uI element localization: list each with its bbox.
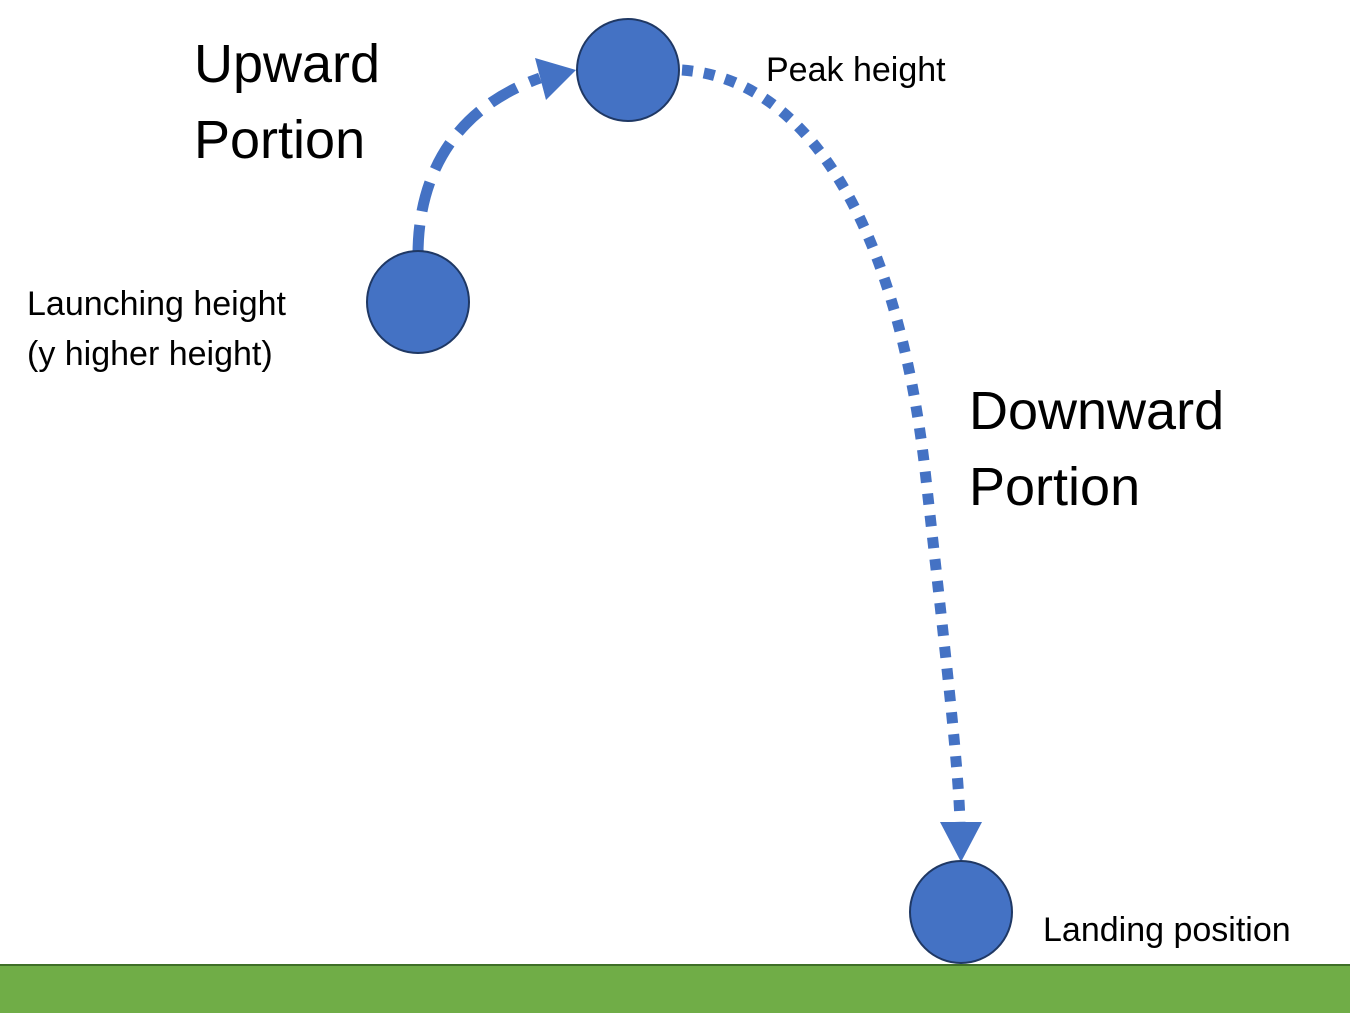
launch-label-line1: Launching height: [27, 285, 287, 323]
downward-portion-label: Downward Portion: [969, 373, 1224, 525]
upward-label-line2: Portion: [194, 110, 366, 170]
launch-ball: [366, 250, 470, 354]
launch-label-line2: (y higher height): [27, 335, 273, 373]
landing-position-label: Landing position: [1043, 911, 1291, 949]
upward-label-line1: Upward: [194, 34, 381, 94]
ground-strip: [0, 964, 1350, 1013]
upward-arrow-head: [535, 58, 576, 100]
peak-height-label: Peak height: [766, 51, 946, 89]
landing-ball: [909, 860, 1013, 964]
peak-ball: [576, 18, 680, 122]
downward-arrow-head: [940, 822, 982, 862]
downward-label-line2: Portion: [969, 457, 1141, 517]
upward-portion-label: Upward Portion: [194, 26, 380, 178]
upward-arrow-path: [412, 72, 542, 256]
downward-arrow-path: [681, 64, 966, 823]
launching-height-label: Launching height (y higher height): [27, 279, 286, 379]
downward-label-line1: Downward: [969, 381, 1225, 441]
